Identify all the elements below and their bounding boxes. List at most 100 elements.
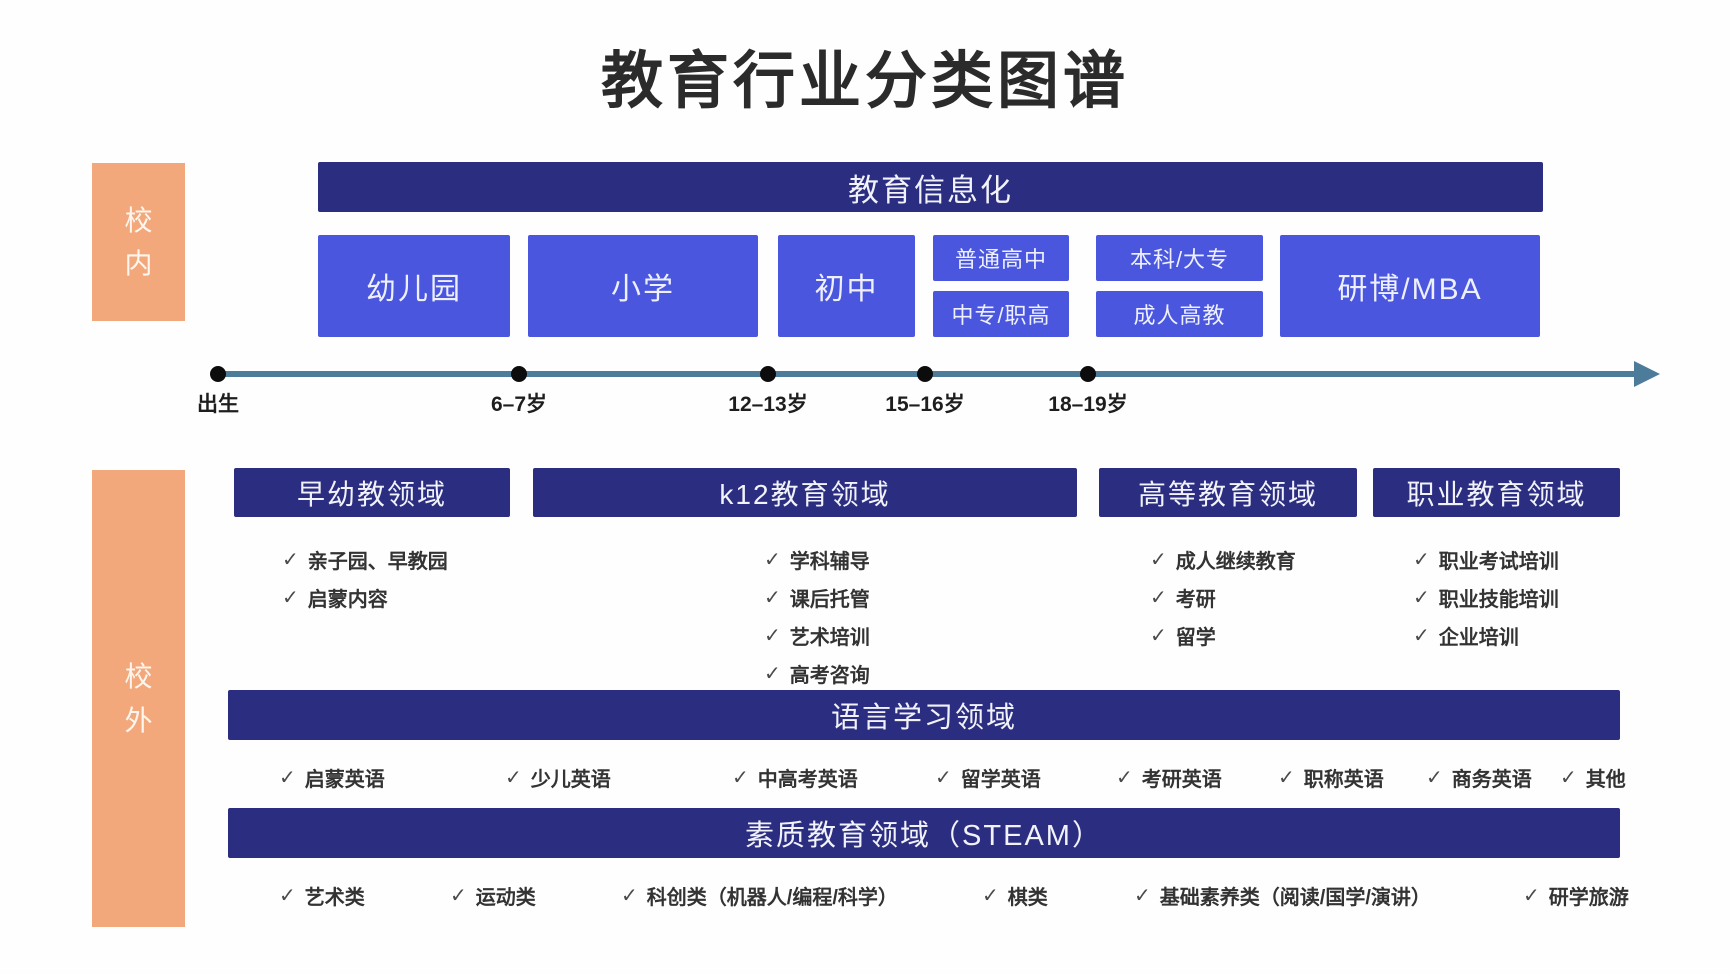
check-icon: ✓ [1278,767,1295,789]
field-header-label: 高等教育领域 [1137,478,1318,510]
check-item-label: 成人继续教育 [1175,551,1296,573]
check-item-label: 留学 [1175,627,1216,649]
check-item: ✓ 考研英语 [1116,763,1222,792]
check-item-label: 研学旅游 [1548,887,1629,909]
check-item: ✓ 启蒙英语 [279,763,385,792]
timeline-label-age12-13: 12–13岁 [728,393,808,416]
check-item-label: 学科辅导 [789,551,870,573]
check-icon: ✓ [1150,549,1167,571]
stage-label: 初中 [814,273,879,306]
field-header-k12-edu: k12教育领域 [533,468,1077,517]
check-icon: ✓ [764,549,781,571]
check-item: ✓ 职业技能培训 [1413,583,1559,612]
timeline-dot-birth [210,366,226,382]
in-school-side-label: 校内 [92,163,185,321]
edu-informatization-label: 教育信息化 [848,172,1013,208]
stage-box-vocational-high: 中专/职高 [933,291,1069,337]
check-icon: ✓ [282,549,299,571]
check-item: ✓ 科创类（机器人/编程/科学） [621,881,898,910]
check-item: ✓ 启蒙内容 [282,583,388,612]
stage-box-graduate-mba: 研博/MBA [1280,235,1540,337]
check-item: ✓ 其他 [1560,763,1626,792]
timeline-dot-age6-7 [511,366,527,382]
check-item-label: 运动类 [475,887,536,909]
check-icon: ✓ [621,885,638,907]
check-item-label: 棋类 [1007,887,1048,909]
check-item: ✓ 职业考试培训 [1413,545,1559,574]
check-item-label: 其他 [1585,769,1626,791]
timeline-label-age6-7: 6–7岁 [490,393,548,416]
check-icon: ✓ [1150,587,1167,609]
check-icon: ✓ [279,767,296,789]
check-icon: ✓ [1426,767,1443,789]
check-item-label: 少儿英语 [530,769,611,791]
check-item-label: 基础素养类（阅读/国学/演讲） [1159,887,1431,909]
check-icon: ✓ [732,767,749,789]
check-icon: ✓ [982,885,999,907]
check-item: ✓ 棋类 [982,881,1048,910]
timeline-arrow-icon [1634,361,1660,387]
stage-label: 本科/大专 [1129,247,1230,272]
check-item-label: 职业技能培训 [1438,589,1559,611]
timeline-label-birth: 出生 [197,393,239,416]
timeline-label-age15-16: 15–16岁 [885,393,965,416]
field-header-higher-edu: 高等教育领域 [1099,468,1357,517]
check-icon: ✓ [1523,885,1540,907]
check-icon: ✓ [505,767,522,789]
stage-box-adult-higher-edu: 成人高教 [1096,291,1263,337]
check-item: ✓ 艺术类 [279,881,365,910]
check-item: ✓ 运动类 [450,881,536,910]
stage-box-junior-high: 初中 [778,235,915,337]
check-icon: ✓ [764,587,781,609]
page-title: 教育行业分类图谱 [600,47,1129,116]
check-item-label: 艺术培训 [789,627,870,649]
check-item-label: 启蒙内容 [307,589,388,611]
check-item-label: 课后托管 [789,589,870,611]
steam-field-banner: 素质教育领域（STEAM） [228,808,1620,858]
timeline-dot-age18-19 [1080,366,1096,382]
check-item-label: 考研英语 [1141,769,1222,791]
stage-box-kindergarten: 幼儿园 [318,235,510,337]
timeline-dot-age12-13 [760,366,776,382]
check-item-label: 高考咨询 [789,665,870,687]
check-item-label: 科创类（机器人/编程/科学） [646,887,898,909]
check-icon: ✓ [1560,767,1577,789]
check-item: ✓ 中高考英语 [732,763,858,792]
out-of-school-label-text: 校外 [124,661,153,736]
check-icon: ✓ [1413,549,1430,571]
timeline-label-age18-19: 18–19岁 [1048,393,1128,416]
check-item: ✓ 基础素养类（阅读/国学/演讲） [1134,881,1431,910]
stage-label: 小学 [611,273,675,306]
check-item: ✓ 企业培训 [1413,621,1519,650]
field-header-vocational-edu: 职业教育领域 [1373,468,1620,517]
stage-label: 普通高中 [954,247,1047,272]
language-field-label: 语言学习领域 [830,702,1017,734]
field-header-early-childhood-edu: 早幼教领域 [234,468,510,517]
check-item: ✓ 高考咨询 [764,659,870,688]
check-icon: ✓ [450,885,467,907]
out-of-school-side-label: 校外 [92,470,185,927]
language-field-banner: 语言学习领域 [228,690,1620,740]
check-item: ✓ 留学 [1150,621,1216,650]
check-item: ✓ 艺术培训 [764,621,870,650]
check-icon: ✓ [1134,885,1151,907]
check-icon: ✓ [764,663,781,685]
in-school-label-text: 校内 [124,204,153,279]
check-icon: ✓ [1413,587,1430,609]
check-item-label: 留学英语 [960,769,1041,791]
field-header-label: 职业教育领域 [1406,478,1587,510]
stage-box-primary-school: 小学 [528,235,758,337]
check-item: ✓ 学科辅导 [764,545,870,574]
check-item: ✓ 留学英语 [935,763,1041,792]
stage-box-regular-high: 普通高中 [933,235,1069,281]
check-item: ✓ 职称英语 [1278,763,1384,792]
check-item: ✓ 课后托管 [764,583,870,612]
stage-label: 中专/职高 [951,303,1051,328]
check-item-label: 考研 [1175,589,1216,611]
check-icon: ✓ [282,587,299,609]
check-icon: ✓ [935,767,952,789]
field-header-label: 早幼教领域 [296,478,447,510]
stage-label: 幼儿园 [366,273,462,306]
check-item-label: 启蒙英语 [304,769,385,791]
check-icon: ✓ [279,885,296,907]
